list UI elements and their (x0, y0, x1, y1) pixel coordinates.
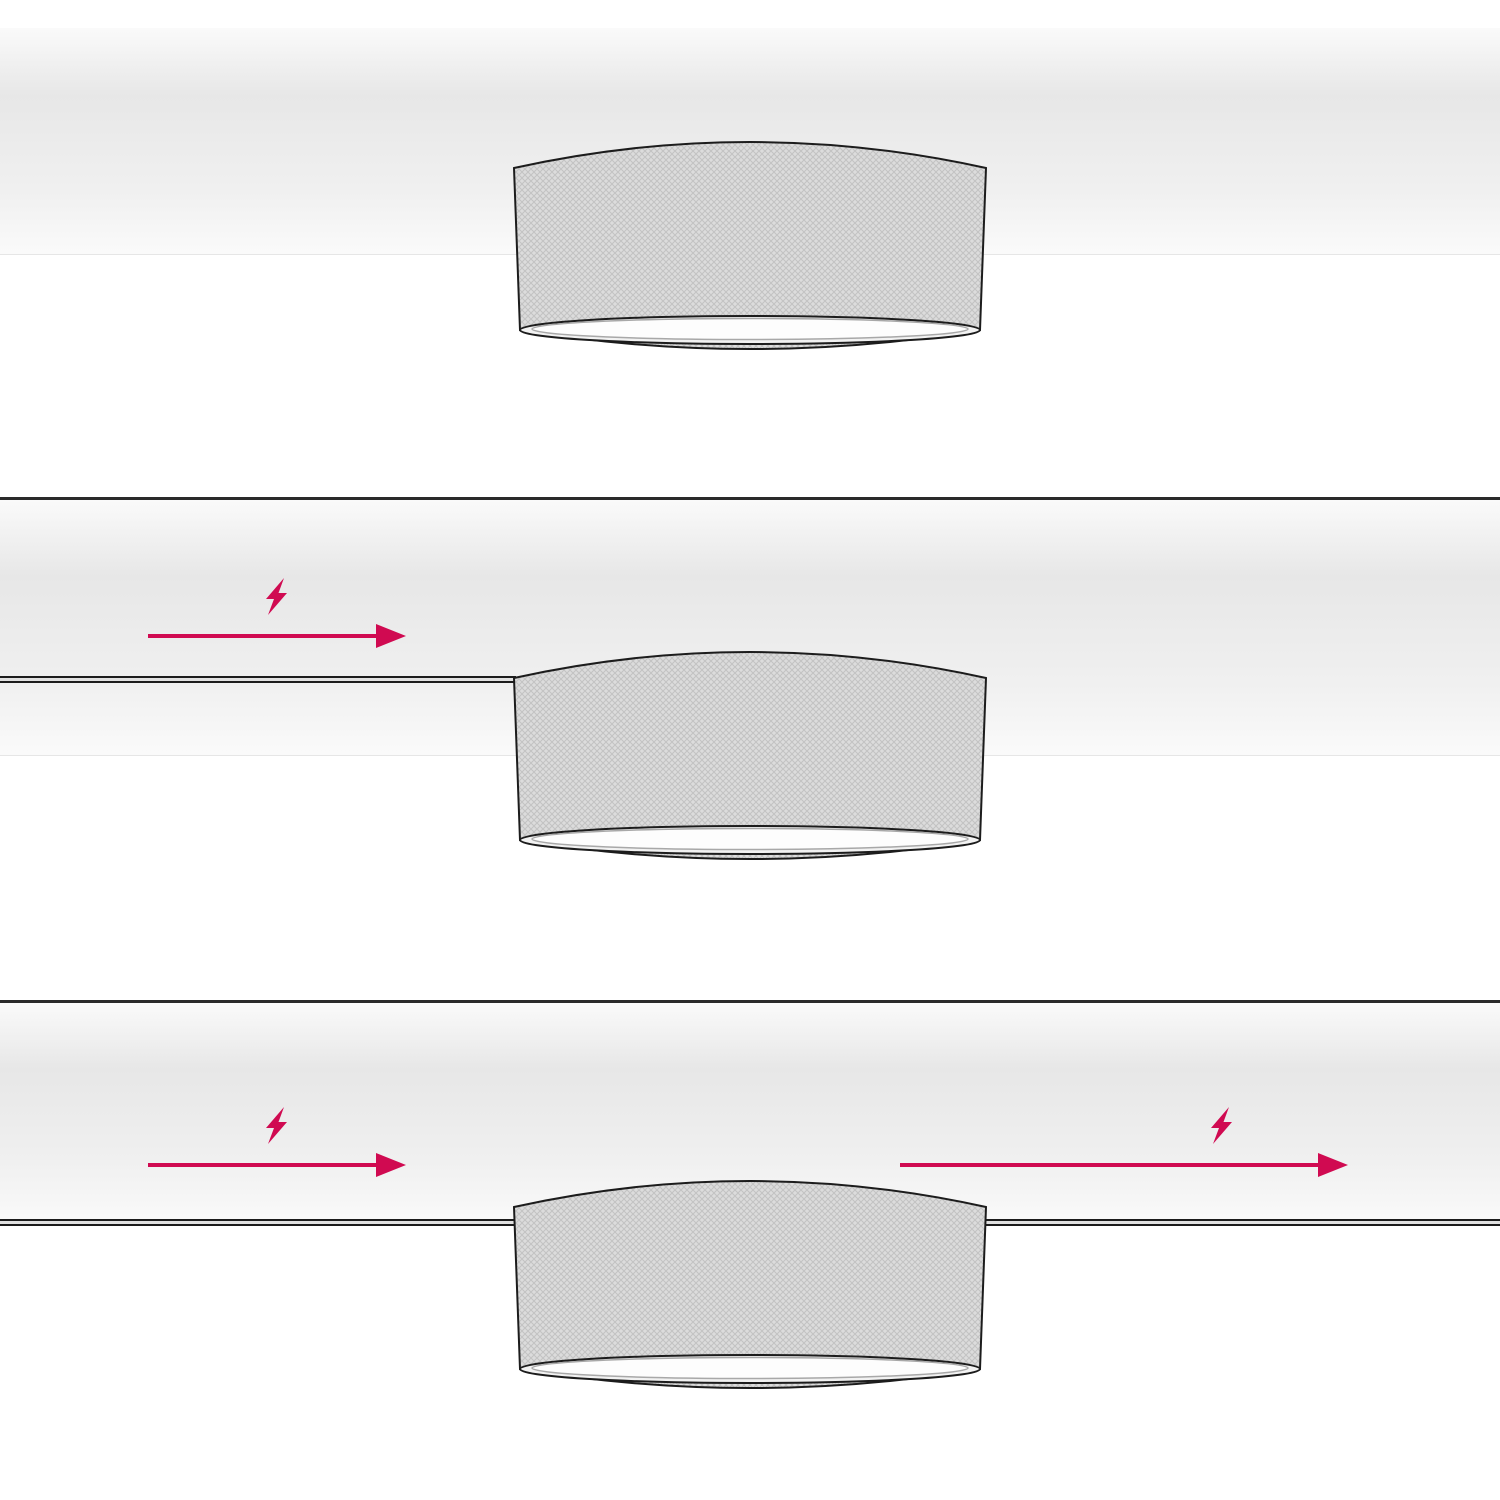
drum-ceiling-lamp (512, 141, 988, 350)
panel-divider (0, 497, 1500, 500)
power-direction-indicator-right (900, 1107, 1348, 1177)
lightning-bolt-icon (266, 1107, 287, 1144)
arrow-right-icon (376, 1153, 406, 1177)
lightning-bolt-icon (1211, 1107, 1232, 1144)
lampshade-diffuser (531, 317, 969, 341)
power-cable-left (0, 676, 516, 683)
arrow-right-icon (1318, 1153, 1348, 1177)
arrow-shaft (900, 1163, 1318, 1167)
drum-ceiling-lamp (512, 1180, 988, 1389)
arrow-right-icon (376, 624, 406, 648)
power-cable-left (0, 1219, 516, 1226)
panel-lamp-cable-pass-through (0, 1003, 1500, 1500)
panel-lamp-no-cable (0, 0, 1500, 497)
panel-lamp-cable-from-left (0, 500, 1500, 1000)
arrow-shaft (148, 634, 376, 638)
power-direction-indicator-left (148, 578, 406, 648)
power-cable-right (984, 1219, 1500, 1226)
lampshade-diffuser (531, 827, 969, 851)
lightning-bolt-icon (266, 578, 287, 615)
panel-divider (0, 1000, 1500, 1003)
lampshade-diffuser (531, 1356, 969, 1380)
arrow-shaft (148, 1163, 376, 1167)
drum-ceiling-lamp (512, 651, 988, 860)
power-direction-indicator-left (148, 1107, 406, 1177)
